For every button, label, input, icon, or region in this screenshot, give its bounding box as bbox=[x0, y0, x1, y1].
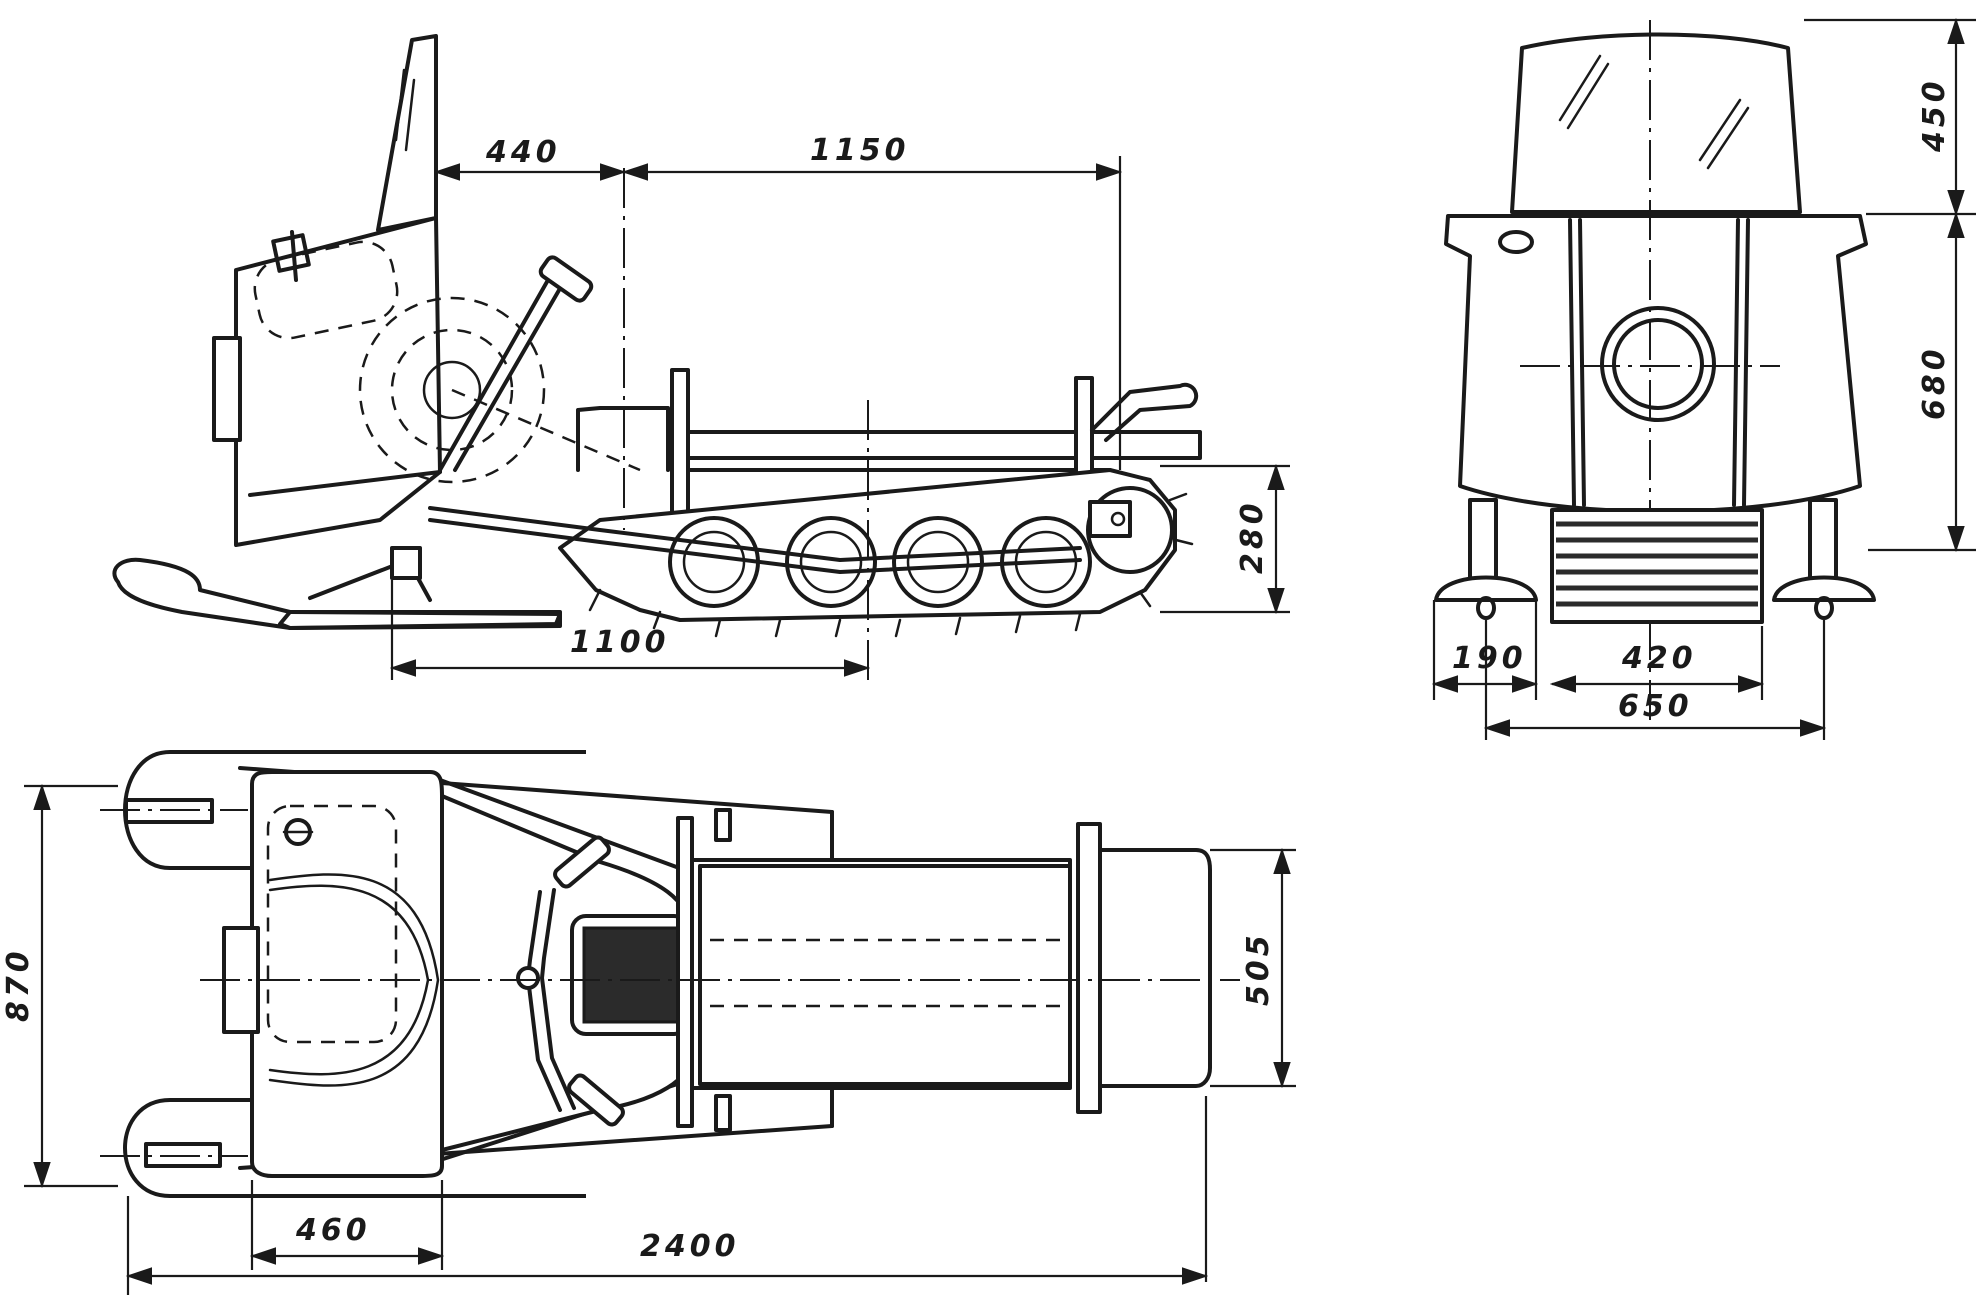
top-seat bbox=[698, 864, 1072, 1086]
front-view: 450 680 190 420 650 bbox=[1431, 17, 1976, 740]
dim-680: 680 bbox=[1917, 345, 1952, 420]
front-headlight bbox=[1600, 306, 1716, 422]
dim-460: 460 bbox=[295, 1213, 371, 1248]
side-ski bbox=[112, 557, 562, 630]
dim-1150: 1150 bbox=[810, 133, 910, 168]
top-view: 870 505 460 2400 bbox=[1, 750, 1296, 1295]
dim-2400: 2400 bbox=[640, 1229, 740, 1264]
dim-440: 440 bbox=[485, 135, 561, 170]
dim-650: 650 bbox=[1618, 689, 1693, 724]
side-view: 440 1150 1100 280 bbox=[112, 34, 1290, 680]
front-ski-left bbox=[1434, 498, 1538, 620]
dim-505: 505 bbox=[1241, 931, 1276, 1006]
dim-870: 870 bbox=[1, 947, 36, 1022]
side-handlebar-grip bbox=[538, 255, 594, 303]
dim-190: 190 bbox=[1452, 641, 1527, 676]
side-bogie-wheels bbox=[668, 516, 1092, 608]
dim-450: 450 bbox=[1917, 77, 1952, 153]
front-ski-right bbox=[1772, 498, 1876, 620]
front-windshield bbox=[1510, 32, 1802, 214]
side-hood bbox=[234, 216, 442, 547]
dim-420: 420 bbox=[1621, 641, 1697, 676]
side-seat-platform bbox=[678, 430, 1202, 460]
top-hood bbox=[250, 770, 444, 1178]
dim-280: 280 bbox=[1235, 499, 1270, 574]
dim-1100: 1100 bbox=[570, 625, 670, 660]
